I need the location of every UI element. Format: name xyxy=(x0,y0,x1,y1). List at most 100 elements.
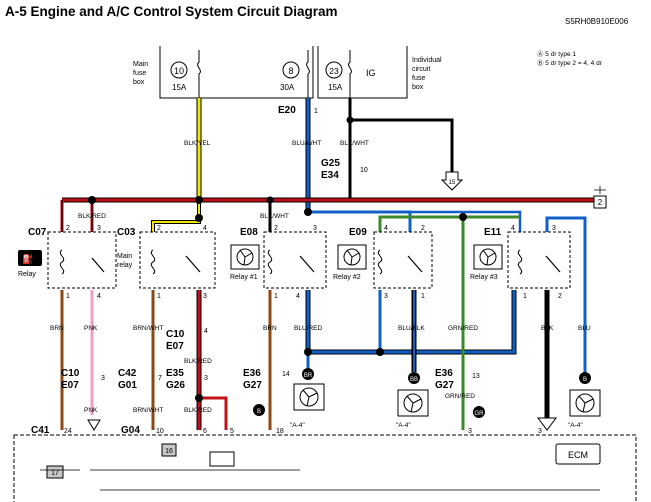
fuse-10: 10 15A xyxy=(170,50,201,98)
conn-g04-pin: 10 xyxy=(156,428,164,435)
ecm-block: ECM 16 17 xyxy=(13,434,637,502)
relay-c07-pin-1: 1 xyxy=(66,293,70,300)
fuel-relay-label: Relay xyxy=(18,271,36,278)
fuse-box: Main fuse box Individual circuit fuse bo… xyxy=(133,46,442,99)
doc-code: S5RH0B910E006 xyxy=(565,17,629,26)
main-fuse-box-label-2: fuse xyxy=(133,70,146,77)
relay-e09-pin-3: 3 xyxy=(384,293,388,300)
marker-b-left-label: B xyxy=(257,409,261,415)
relay-1-label: Relay #1 xyxy=(230,274,258,281)
fuse-23-amp: 15A xyxy=(328,83,343,92)
wire-labels: BLK/YEL BLU/WHT BLK/WHT BLK/WHT BLK/RED … xyxy=(50,140,591,414)
relay-e11-pin-2: 2 xyxy=(558,293,562,300)
relay-3-label: Relay #3 xyxy=(470,274,498,281)
conn-c10-top-pin: 4 xyxy=(204,328,208,335)
conn-g01: G01 xyxy=(118,380,137,391)
label-brn-wht-2: BRN/WHT xyxy=(133,407,163,414)
fan-2-ref: "A-4" xyxy=(396,422,411,429)
ref-17-label: 17 xyxy=(51,470,59,477)
svg-text:⛽: ⛽ xyxy=(22,253,33,264)
ref-16-label: 16 xyxy=(165,448,173,455)
pin-6: 6 xyxy=(203,428,207,435)
relay-e11: 4 3 1 2 xyxy=(507,225,571,300)
note-type1: Ⓐ 5 dr type 1 xyxy=(537,50,576,58)
relay-e11-pin-4: 4 xyxy=(511,225,515,232)
ref-15-label: 15 xyxy=(449,180,456,186)
conn-c10-top: C10 xyxy=(166,329,185,340)
fuse-8: 8 30A xyxy=(280,50,310,98)
relay-1-fan-icon: Relay #1 xyxy=(230,244,260,281)
conn-g26: G26 xyxy=(166,380,185,391)
relay-e11-pin-3: 3 xyxy=(552,225,556,232)
marker-br: BR xyxy=(302,368,314,380)
relay-c07-pin-2: 2 xyxy=(66,225,70,232)
marker-b-left: B xyxy=(253,404,265,416)
label-blk-red-3: BLK/RED xyxy=(184,407,212,414)
fan-motor-2: "A-4" xyxy=(396,389,429,429)
conn-c07: C07 xyxy=(28,227,47,238)
label-pnk-2: PNK xyxy=(84,407,98,414)
conn-c42: C42 xyxy=(118,368,137,379)
main-relay-c03: Main relay 2 4 1 3 xyxy=(117,225,216,300)
splice-points xyxy=(88,116,467,402)
conn-e36-right-pin: 13 xyxy=(472,373,480,380)
fuse-23-number: 23 xyxy=(329,66,339,76)
ground-arrow-icon xyxy=(87,417,557,431)
ref-box-2: 2 xyxy=(593,186,607,209)
individual-fuse-box-label-3: fuse xyxy=(412,75,425,82)
relay-e09-pin-4: 4 xyxy=(384,225,388,232)
conn-e07-top: E07 xyxy=(166,341,184,352)
label-blk: BLK xyxy=(541,325,554,332)
conn-e09: E09 xyxy=(349,227,367,238)
pin-3-blk: 3 xyxy=(538,428,542,435)
relay-e08-pin-3: 3 xyxy=(313,225,317,232)
fan-motor-3: "A-4" xyxy=(568,389,601,429)
note-type2: Ⓑ 5 dr type 2 = 4, 4 dr xyxy=(537,59,603,67)
fan-motor-1: "A-4" xyxy=(290,383,325,429)
marker-b-right: B xyxy=(579,372,591,384)
relay-e09-pin-1: 1 xyxy=(421,293,425,300)
ref-arrow-15: 15 xyxy=(440,171,464,191)
conn-c10: C10 xyxy=(61,368,80,379)
conn-e35: E35 xyxy=(166,368,184,379)
conn-g25: G25 xyxy=(321,158,340,169)
fuse-10-number: 10 xyxy=(174,66,184,76)
main-relay-label-1: Main xyxy=(117,253,132,260)
ecm-label: ECM xyxy=(568,450,588,460)
pin-3-grn: 3 xyxy=(468,428,472,435)
ig-label: IG xyxy=(366,68,376,78)
ref-box-2-label: 2 xyxy=(598,198,603,207)
fuel-pump-relay-icon: ⛽ Relay xyxy=(18,250,42,278)
label-blu: BLU xyxy=(578,325,591,332)
conn-c03: C03 xyxy=(117,227,136,238)
conn-c42-pin: 7 xyxy=(158,375,162,382)
wiring xyxy=(60,98,600,430)
relay-e08-pin-4: 4 xyxy=(296,293,300,300)
marker-bb: BB xyxy=(408,372,420,384)
conn-g25-pin: 10 xyxy=(360,167,368,174)
marker-gr: GR xyxy=(473,406,485,418)
label-blu-wht: BLU/WHT xyxy=(292,140,321,147)
relay-c07-pin-3: 3 xyxy=(97,225,101,232)
pin-5: 5 xyxy=(230,428,234,435)
label-grn-red-2: GRN/RED xyxy=(445,393,475,400)
relay-e08-pin-2: 2 xyxy=(274,225,278,232)
label-brn-wht: BRN/WHT xyxy=(133,325,163,332)
label-brn: BRN xyxy=(50,325,64,332)
relay-2-fan-icon: Relay #2 xyxy=(333,244,367,281)
relay-e08: 2 3 1 4 xyxy=(263,225,327,300)
conn-e07: E07 xyxy=(61,380,79,391)
label-blu-blk: BLU/BLK xyxy=(398,325,425,332)
relay-c03-pin-3: 3 xyxy=(203,293,207,300)
conn-e36-left-pin: 14 xyxy=(282,371,290,378)
conn-c10-pin: 3 xyxy=(101,375,105,382)
conn-e36-right: E36 xyxy=(435,368,453,379)
label-blk-wht: BLK/WHT xyxy=(340,140,369,147)
fuse-23: 23 15A IG xyxy=(325,50,376,98)
label-pnk: PNK xyxy=(84,325,98,332)
fuse-8-number: 8 xyxy=(288,66,293,76)
fuse-8-amp: 30A xyxy=(280,83,295,92)
label-blk-yel: BLK/YEL xyxy=(184,140,211,147)
relay-c07-pin-4: 4 xyxy=(97,293,101,300)
relay-c07: 2 3 1 4 xyxy=(47,225,117,300)
